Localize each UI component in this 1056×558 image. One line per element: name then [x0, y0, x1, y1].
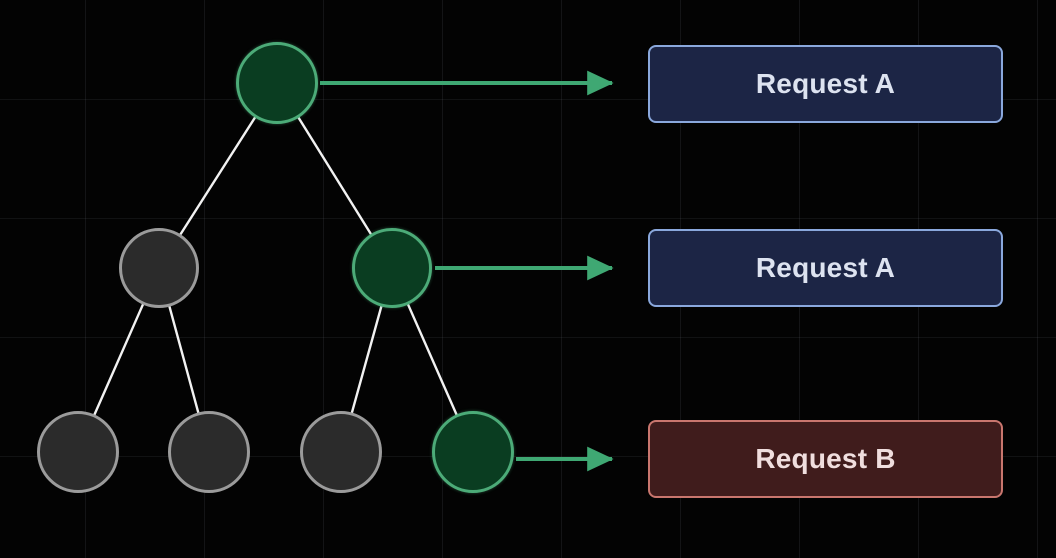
tree-edge-l1a-to-l2b	[168, 304, 200, 415]
tree-edge-l1a-to-l2a	[92, 302, 145, 417]
tree-node-l2a[interactable]	[37, 411, 119, 493]
request-box-request-b-3[interactable]: Request B	[648, 420, 1003, 498]
tree-node-l2d[interactable]	[432, 411, 514, 493]
tree-node-l1a[interactable]	[119, 228, 199, 308]
tree-node-l1b[interactable]	[352, 228, 432, 308]
tree-edge-l1b-to-l2c	[350, 304, 383, 415]
tree-node-root[interactable]	[236, 42, 318, 124]
tree-node-l2c[interactable]	[300, 411, 382, 493]
request-box-request-a-1[interactable]: Request A	[648, 45, 1003, 123]
tree-node-l2b[interactable]	[168, 411, 250, 493]
request-box-request-a-2[interactable]: Request A	[648, 229, 1003, 307]
tree-edge-root-to-l1b	[296, 115, 373, 237]
request-box-label: Request A	[755, 68, 896, 99]
request-box-label: Request B	[755, 443, 896, 474]
tree-edge-l1b-to-l2d	[406, 302, 459, 417]
tree-edge-root-to-l1a	[178, 115, 257, 237]
request-box-label: Request A	[755, 252, 896, 283]
